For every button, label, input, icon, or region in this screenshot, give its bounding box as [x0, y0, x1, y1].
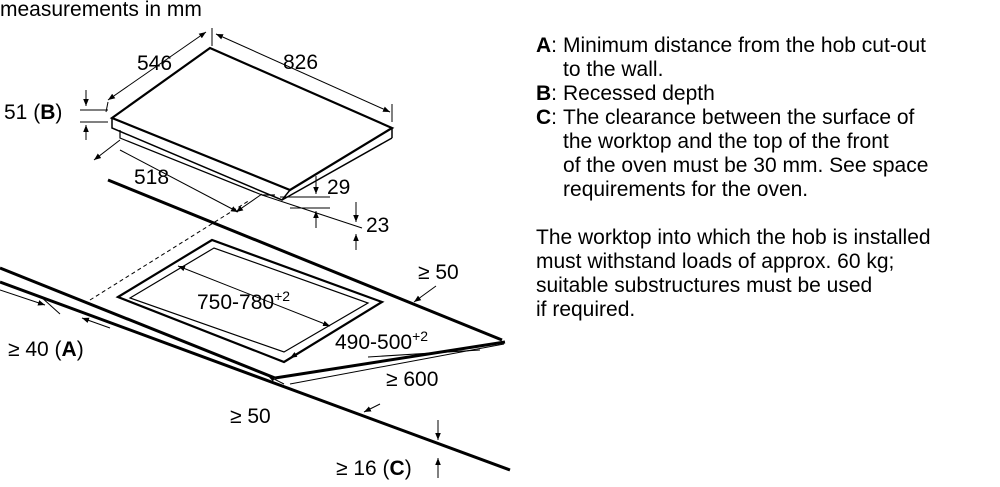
dim-wall-distance: ≥ 40 (A) — [8, 338, 84, 361]
note-b: B: Recessed depth — [536, 82, 1000, 106]
paragraph-line: The worktop into which the hob is instal… — [536, 226, 931, 249]
hob-dimension-lines — [80, 28, 393, 250]
measurements-caption: measurements in mm — [0, 0, 202, 21]
note-line: requirements for the oven. — [563, 178, 809, 201]
note-c: C: The clearance between the surface of … — [536, 106, 1000, 202]
installation-diagram: measurements in mm — [0, 0, 511, 480]
note-key: C — [536, 106, 552, 129]
cutout-dimension-texts: 750-780+2 490-500+2 ≥ 50 ≥ 40 (A) ≥ 600 … — [8, 261, 459, 480]
dim-hob-depth: 546 — [137, 52, 172, 75]
dim-hob-thickness: 23 — [366, 214, 389, 237]
dim-oven-clearance: ≥ 16 (C) — [336, 457, 412, 480]
hob-dimension-texts: 546 826 51 (B) 518 29 23 — [4, 51, 389, 237]
dim-hob-inner-width: 518 — [134, 166, 169, 189]
dim-cutout-width: 750-780+2 — [197, 288, 290, 314]
paragraph-line: suitable substructures must be used — [536, 274, 873, 297]
note-line: of the oven must be 30 mm. See space — [563, 154, 929, 177]
dim-worktop-depth: ≥ 600 — [386, 368, 438, 391]
paragraph-line: if required. — [536, 298, 636, 321]
notes-panel: A: Minimum distance from the hob cut-out… — [536, 34, 1000, 322]
worktop-drawing — [0, 178, 511, 472]
note-line: to the wall. — [563, 58, 664, 81]
note-line: Minimum distance from the hob cut-out — [563, 34, 927, 57]
dim-recessed-depth: 51 (B) — [4, 101, 62, 124]
load-requirement-paragraph: The worktop into which the hob is instal… — [536, 226, 1000, 322]
note-key: B — [536, 82, 552, 105]
cutout-dimension-lines — [0, 265, 505, 478]
note-a: A: Minimum distance from the hob cut-out… — [536, 34, 1000, 82]
dim-frame-offset: 29 — [327, 176, 350, 199]
dim-front-clearance: ≥ 50 — [230, 405, 271, 428]
note-line: the worktop and the top of the front — [563, 130, 889, 153]
dim-hob-width: 826 — [283, 51, 318, 74]
paragraph-line: must withstand loads of approx. 60 kg; — [536, 250, 895, 273]
note-key: A — [536, 34, 552, 57]
dim-cutout-depth: 490-500+2 — [335, 328, 428, 354]
note-line: Recessed depth — [563, 82, 715, 105]
dim-rear-clearance: ≥ 50 — [418, 261, 459, 284]
note-line: The clearance between the surface of — [563, 106, 915, 129]
